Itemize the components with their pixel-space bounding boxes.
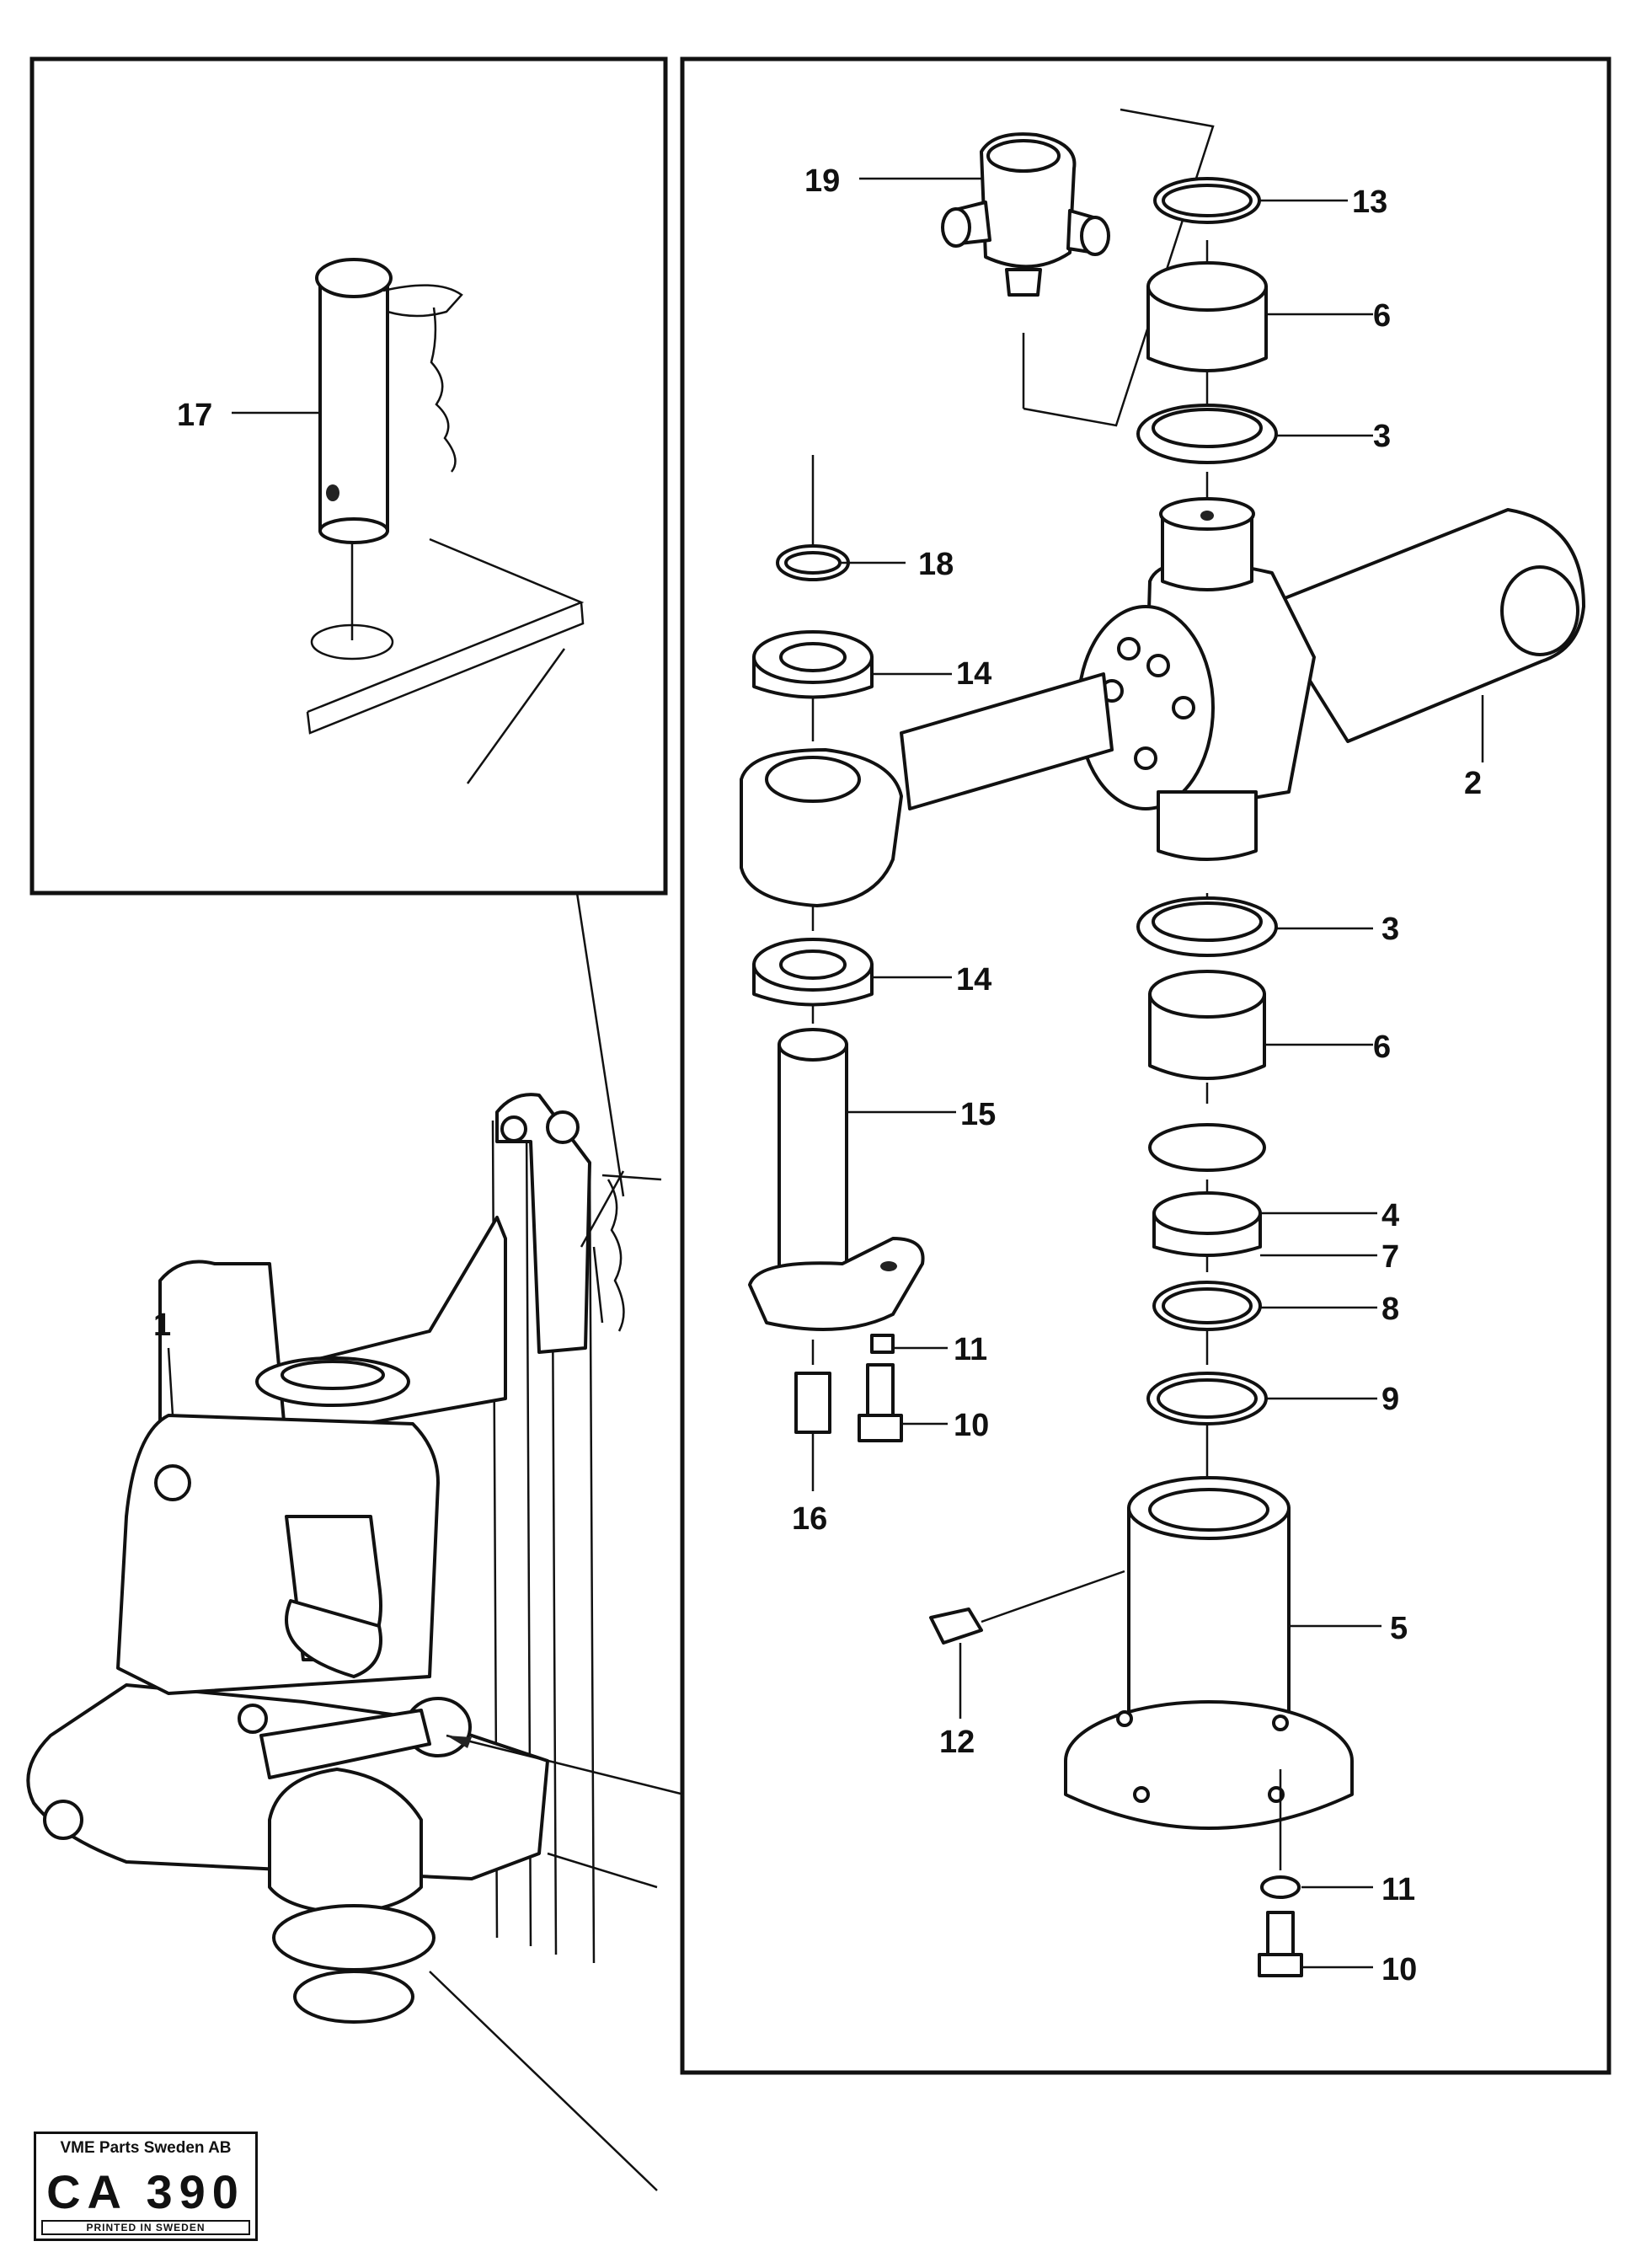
cylinder-part-2	[900, 497, 1585, 861]
callout-5: 5	[1390, 1611, 1408, 1646]
callout-19: 19	[804, 163, 840, 199]
callout-15: 15	[960, 1097, 996, 1132]
callout-14-upper: 14	[956, 656, 991, 692]
callout-4: 4	[1381, 1198, 1399, 1233]
callout-6-lower: 6	[1373, 1030, 1391, 1065]
right-column-parts	[1064, 177, 1354, 1977]
callout-2: 2	[1464, 766, 1482, 801]
left-column-parts	[740, 455, 1125, 1645]
leader-lines	[167, 177, 1484, 1969]
callout-3-lower: 3	[1381, 912, 1399, 947]
callout-9: 9	[1381, 1382, 1399, 1417]
callout-14-lower: 14	[956, 962, 991, 998]
callout-6-upper: 6	[1373, 298, 1391, 334]
main-frame-leader	[446, 1734, 685, 1796]
callout-18: 18	[918, 547, 954, 582]
valve-part-19	[941, 108, 1215, 427]
stamp-company: VME Parts Sweden AB	[60, 2139, 232, 2157]
callout-10-right: 10	[1381, 1952, 1417, 1987]
callout-1: 1	[153, 1308, 171, 1343]
callout-12: 12	[939, 1725, 975, 1760]
callout-11-right: 11	[1381, 1872, 1415, 1907]
hitch-pin-assembly	[306, 258, 585, 784]
inset-frame	[29, 56, 668, 896]
stamp-printed: PRINTED IN SWEDEN	[41, 2220, 250, 2235]
callout-labels: 1 2 3 3 4 5 6 6 7 8 9 10 10 11 11 12 13 …	[153, 163, 1482, 1987]
main-frame	[680, 56, 1611, 2075]
stamp-code: CA 390	[46, 2165, 245, 2218]
callout-8: 8	[1381, 1292, 1399, 1327]
callout-7: 7	[1381, 1239, 1399, 1275]
callout-13: 13	[1352, 185, 1387, 220]
callout-17: 17	[177, 398, 212, 433]
callout-10-left: 10	[954, 1408, 989, 1443]
drawing-stamp: VME Parts Sweden AB CA 390 PRINTED IN SW…	[34, 2132, 258, 2241]
callout-11-left: 11	[954, 1332, 987, 1367]
hitch-bracket-assembly	[26, 1093, 662, 2191]
callout-16: 16	[792, 1501, 827, 1537]
inset-leader	[575, 892, 625, 1197]
callout-3-upper: 3	[1373, 419, 1391, 454]
